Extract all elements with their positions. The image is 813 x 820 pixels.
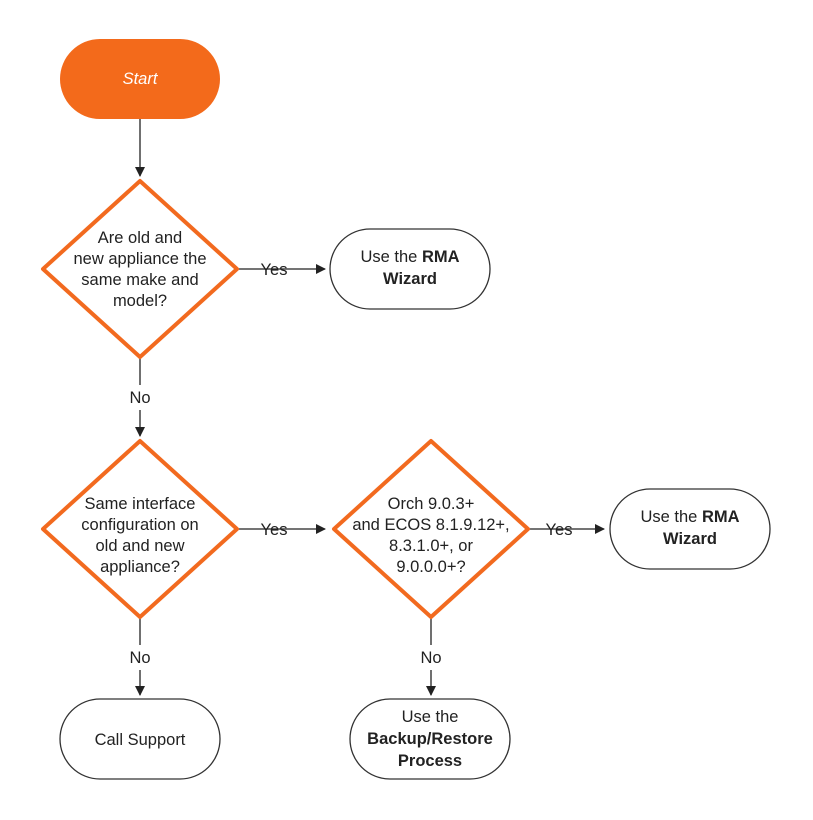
edge-label-no-3: No [420, 649, 441, 667]
start-node-label: Start [123, 70, 159, 88]
rma-wizard-node-1-shape [329, 228, 491, 310]
decision1-line-2: new appliance the [73, 250, 206, 268]
decision-node-shape [41, 179, 239, 359]
decision-node-same-make-model: Are old and new appliance the same make … [41, 179, 239, 359]
rma-wizard-node-1-line-2: Wizard [383, 270, 437, 288]
rma1-prefix: Use the [360, 248, 421, 266]
decision1-line-1: Are old and [98, 229, 182, 247]
decision1-line-4: model? [113, 292, 167, 310]
decision1-line-3: same make and [81, 271, 198, 289]
edge-label-no-2: No [129, 649, 150, 667]
call-support-node-shape [59, 698, 221, 780]
rma-wizard-node-2-shape [609, 488, 771, 570]
decision2-line-3: old and new [96, 537, 185, 555]
decision3-line-1: Orch 9.0.3+ [388, 495, 475, 513]
rma-wizard-node-2-line-1: Use the RMA [640, 508, 739, 526]
rma-wizard-node-2: Use the RMA Wizard [609, 488, 771, 570]
decision-node-same-interface: Same interface configuration on old and … [41, 439, 239, 619]
edge-label-yes-3: Yes [546, 521, 573, 539]
decision3-line-3: 8.3.1.0+, or [389, 537, 473, 555]
backup-restore-node-shape [349, 698, 511, 780]
decision-node-version-check: Orch 9.0.3+ and ECOS 8.1.9.12+, 8.3.1.0+… [332, 439, 530, 619]
edge-label-yes-2: Yes [261, 521, 288, 539]
start-node-shape [60, 39, 220, 119]
decision-node-shape [41, 439, 239, 619]
backup-restore-line-1: Use the [402, 708, 459, 726]
rma2-bold: RMA [702, 508, 740, 526]
rma-wizard-node-1: Use the RMA Wizard [329, 228, 491, 310]
backup-restore-line-3: Process [398, 752, 462, 770]
backup-restore-line-2: Backup/Restore [367, 730, 493, 748]
start-node: Start [60, 39, 220, 119]
decision3-line-2: and ECOS 8.1.9.12+, [352, 516, 509, 534]
rma-wizard-node-1-line-1: Use the RMA [360, 248, 459, 266]
decision2-line-2: configuration on [81, 516, 198, 534]
edge-label-yes-1: Yes [261, 261, 288, 279]
connectors [135, 119, 605, 696]
decision-node-shape [332, 439, 530, 619]
edge-label-no-1: No [129, 389, 150, 407]
call-support-node-label: Call Support [95, 731, 186, 749]
rma2-prefix: Use the [640, 508, 701, 526]
rma1-bold: RMA [422, 248, 460, 266]
call-support-node: Call Support [59, 698, 221, 780]
edge-labels: Yes No Yes Yes No No [129, 261, 572, 667]
decision2-line-1: Same interface [85, 495, 196, 513]
backup-restore-node: Use the Backup/Restore Process [349, 698, 511, 780]
rma-wizard-node-2-line-2: Wizard [663, 530, 717, 548]
decision3-line-4: 9.0.0.0+? [396, 558, 465, 576]
decision2-line-4: appliance? [100, 558, 180, 576]
